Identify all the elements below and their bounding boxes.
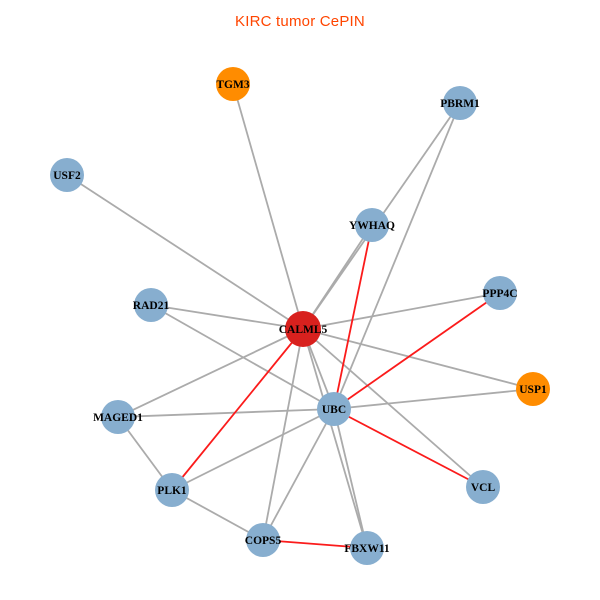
node-label-UBC: UBC [322, 404, 346, 416]
node-label-USF2: USF2 [53, 170, 81, 182]
node-VCL [466, 470, 500, 504]
node-label-YWHAQ: YWHAQ [349, 220, 395, 232]
edge-TGM3-CALML5 [232, 83, 304, 330]
node-label-RAD21: RAD21 [133, 300, 170, 312]
edge-PPP4C-CALML5 [302, 292, 501, 330]
node-label-FBXW11: FBXW11 [344, 543, 390, 555]
node-label-COPS5: COPS5 [245, 535, 282, 547]
node-CALML5 [285, 311, 321, 347]
edge-PLK1-UBC [171, 408, 335, 491]
node-USP1 [516, 372, 550, 406]
node-label-CALML5: CALML5 [279, 324, 328, 336]
edge-VCL-UBC [333, 408, 484, 488]
node-label-USP1: USP1 [519, 384, 547, 396]
node-COPS5 [246, 523, 280, 557]
node-label-TGM3: TGM3 [216, 79, 249, 91]
node-label-PLK1: PLK1 [157, 485, 187, 497]
edge-YWHAQ-UBC [333, 224, 373, 410]
node-YWHAQ [355, 208, 389, 242]
edge-COPS5-FBXW11 [262, 539, 368, 549]
node-USF2 [50, 158, 84, 192]
nodes-layer [50, 67, 550, 565]
edge-MAGED1-UBC [117, 408, 335, 418]
edge-VCL-CALML5 [302, 328, 484, 488]
edge-YWHAQ-CALML5 [302, 224, 373, 330]
edge-RAD21-CALML5 [150, 304, 304, 330]
plot-title: KIRC tumor CePIN [235, 13, 365, 30]
edge-COPS5-CALML5 [262, 328, 304, 541]
edge-PBRM1-UBC [333, 102, 461, 410]
edge-USF2-CALML5 [66, 174, 304, 330]
edge-FBXW11-CALML5 [302, 328, 368, 549]
node-label-PBRM1: PBRM1 [440, 98, 480, 110]
edge-COPS5-UBC [262, 408, 335, 541]
node-label-PPP4C: PPP4C [482, 288, 517, 300]
edge-PLK1-COPS5 [171, 489, 264, 541]
edge-PPP4C-UBC [333, 292, 501, 410]
node-PLK1 [155, 473, 189, 507]
node-UBC [317, 392, 351, 426]
node-RAD21 [134, 288, 168, 322]
edges-layer [66, 83, 534, 549]
node-FBXW11 [350, 531, 384, 565]
edge-USP1-UBC [333, 388, 534, 410]
node-PBRM1 [443, 86, 477, 120]
edge-PLK1-CALML5 [171, 328, 304, 491]
node-label-MAGED1: MAGED1 [93, 412, 143, 424]
edge-FBXW11-UBC [333, 408, 368, 549]
node-label-VCL: VCL [471, 482, 496, 494]
node-TGM3 [216, 67, 250, 101]
edge-MAGED1-CALML5 [117, 328, 304, 418]
node-PPP4C [483, 276, 517, 310]
edge-USP1-CALML5 [302, 328, 534, 390]
node-MAGED1 [101, 400, 135, 434]
